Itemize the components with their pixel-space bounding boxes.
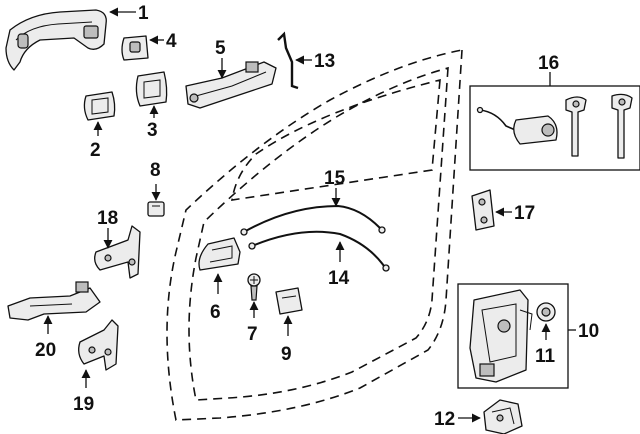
inside-handle-part (198, 237, 241, 271)
outside-handle-part (5, 9, 107, 71)
screw-part (247, 273, 261, 301)
callout-label-20: 20 (35, 340, 56, 361)
callout-label-15: 15 (324, 168, 346, 189)
window-outline (231, 78, 441, 201)
callout-9: 9 (281, 315, 293, 365)
lower-hinge-part (78, 319, 119, 371)
lock-actuator-part (483, 399, 523, 434)
callout-15: 15 (324, 168, 346, 207)
callout-10: 10 (568, 321, 599, 342)
callout-label-17: 17 (514, 203, 535, 224)
callout-label-10: 10 (578, 321, 599, 342)
handle-frame-part (185, 61, 277, 109)
callout-18: 18 (97, 208, 118, 249)
callout-17: 17 (495, 203, 535, 224)
callout-5: 5 (215, 38, 227, 79)
handle-bezel-part (83, 91, 116, 121)
callout-label-19: 19 (73, 394, 94, 415)
callout-label-12: 12 (434, 409, 455, 430)
switch-module-part (275, 287, 303, 315)
lock-cylinder-keys-box (469, 85, 640, 171)
upper-hinge-part (94, 225, 141, 279)
callout-13: 13 (295, 51, 335, 72)
striker-part (471, 189, 495, 231)
lock-rod-part (277, 31, 299, 90)
callout-4: 4 (149, 31, 177, 52)
callout-14: 14 (328, 241, 350, 289)
callout-label-13: 13 (314, 51, 335, 72)
callout-label-11: 11 (535, 346, 556, 367)
door-check-part (7, 281, 101, 321)
handle-pad-part (135, 71, 168, 107)
callout-7: 7 (247, 301, 259, 345)
callout-6: 6 (210, 273, 223, 323)
callout-16: 16 (538, 53, 559, 86)
callout-20: 20 (35, 315, 56, 361)
callout-2: 2 (90, 121, 103, 161)
callout-19: 19 (73, 369, 94, 415)
clip-part (147, 201, 165, 217)
handle-cap-part (121, 35, 149, 61)
callout-label-5: 5 (215, 38, 226, 59)
door-latch-box (457, 283, 569, 389)
callout-1: 1 (109, 3, 149, 24)
callout-label-18: 18 (97, 208, 118, 229)
callout-label-9: 9 (281, 344, 292, 365)
callout-8: 8 (150, 160, 161, 201)
callout-label-4: 4 (166, 31, 177, 52)
callout-label-8: 8 (150, 160, 161, 181)
door-outline (166, 49, 463, 421)
callout-label-3: 3 (147, 120, 158, 141)
callout-12: 12 (434, 409, 481, 430)
callout-label-2: 2 (90, 140, 101, 161)
upper-cable-part (240, 204, 386, 236)
callout-11: 11 (535, 323, 556, 367)
callout-label-16: 16 (538, 53, 559, 74)
callout-label-7: 7 (247, 324, 258, 345)
callout-label-14: 14 (328, 268, 350, 289)
lower-cable-part (248, 230, 390, 272)
callout-3: 3 (147, 105, 159, 141)
grommet-part (536, 302, 556, 322)
callout-label-1: 1 (138, 3, 149, 24)
callout-label-6: 6 (210, 302, 221, 323)
